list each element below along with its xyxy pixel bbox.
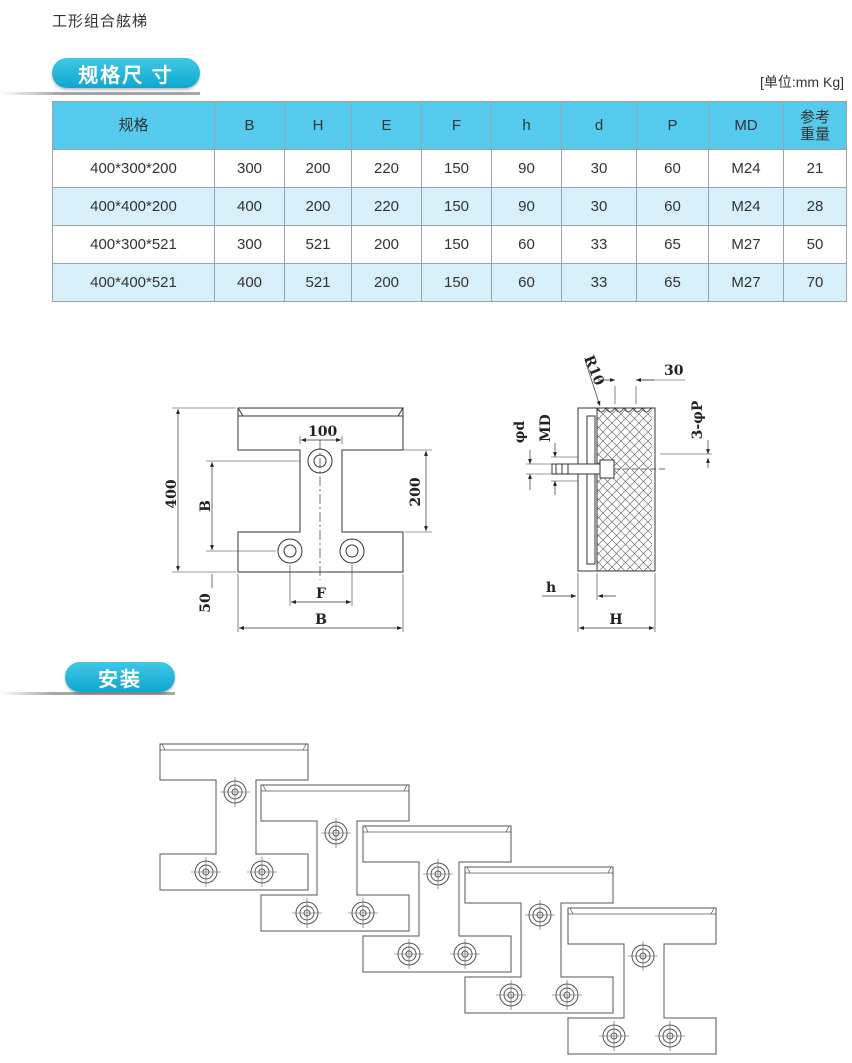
table-cell: 70 xyxy=(783,263,847,302)
bolt-hole-icon xyxy=(394,939,424,969)
table-cell: 400*300*200 xyxy=(52,149,215,188)
dim-label-phi-d: φd xyxy=(512,421,528,444)
table-header-cell: 参考重量 xyxy=(783,101,847,150)
bolt-hole-icon xyxy=(292,898,322,928)
dim-label-b-left: B xyxy=(198,500,214,512)
bolt-hole-icon xyxy=(339,538,365,564)
section-underline xyxy=(0,92,200,95)
bolt-hole-icon xyxy=(321,818,351,848)
install-ladder-piece xyxy=(362,825,512,973)
install-ladder-piece xyxy=(159,743,309,891)
table-header-cell: d xyxy=(561,101,637,150)
table-cell: M24 xyxy=(708,149,784,188)
table-cell: 21 xyxy=(783,149,847,188)
front-view-drawing xyxy=(172,407,432,632)
table-cell: 150 xyxy=(421,187,492,226)
table-cell: 30 xyxy=(561,149,637,188)
dim-label-50: 50 xyxy=(198,593,214,613)
dim-label-3-phi-p: 3-φP xyxy=(690,400,706,439)
table-cell: 60 xyxy=(636,149,709,188)
unit-note: [单位:mm Kg] xyxy=(759,74,844,90)
table-cell: 150 xyxy=(421,263,492,302)
dim-label-30: 30 xyxy=(664,363,684,379)
table-cell: 90 xyxy=(491,149,562,188)
table-header-cell: E xyxy=(351,101,422,150)
table-cell: M27 xyxy=(708,263,784,302)
bolt-hole-icon xyxy=(450,939,480,969)
bolt-hole-icon xyxy=(191,857,221,887)
table-cell: 60 xyxy=(636,187,709,226)
bolt-hole-icon xyxy=(348,898,378,928)
section-install-label: 安装 xyxy=(65,662,175,692)
section-underline xyxy=(0,692,175,695)
table-cell: M27 xyxy=(708,225,784,264)
install-ladder-piece xyxy=(567,907,717,1055)
table-cell: 60 xyxy=(491,263,562,302)
bolt-hole-icon xyxy=(552,980,582,1010)
bolt-hole-icon xyxy=(307,448,333,474)
side-view-drawing xyxy=(526,359,712,632)
bolt-hole-icon xyxy=(628,941,658,971)
table-header-cell: F xyxy=(421,101,492,150)
table-cell: 150 xyxy=(421,149,492,188)
table-cell: 30 xyxy=(561,187,637,226)
table-cell: 33 xyxy=(561,263,637,302)
dim-label-b-bottom: B xyxy=(315,612,327,628)
table-cell: 60 xyxy=(491,225,562,264)
bolt-hole-icon xyxy=(496,980,526,1010)
table-header-cell: 规格 xyxy=(52,101,215,150)
dim-label-h-small: h xyxy=(546,580,556,596)
page-title: 工形组合舷梯 xyxy=(52,13,149,30)
table-cell: 65 xyxy=(636,263,709,302)
bolt-hole-icon xyxy=(525,900,555,930)
table-cell: 200 xyxy=(351,225,422,264)
table-cell: M24 xyxy=(708,187,784,226)
bolt-hole-icon xyxy=(655,1021,685,1051)
table-header-cell: P xyxy=(636,101,709,150)
dim-label-400: 400 xyxy=(164,479,180,508)
table-cell: 400*400*521 xyxy=(52,263,215,302)
dim-label-md: MD xyxy=(538,414,554,442)
table-header-cell: h xyxy=(491,101,562,150)
table-cell: 200 xyxy=(351,263,422,302)
table-cell: 28 xyxy=(783,187,847,226)
table-cell: 400*300*521 xyxy=(52,225,215,264)
table-cell: 220 xyxy=(351,187,422,226)
table-cell: 65 xyxy=(636,225,709,264)
table-cell: 200 xyxy=(284,187,352,226)
bolt-hole-icon xyxy=(220,777,250,807)
table-cell: 150 xyxy=(421,225,492,264)
table-header-cell: B xyxy=(214,101,285,150)
table-cell: 300 xyxy=(214,225,285,264)
bolt-hole-icon xyxy=(247,857,277,887)
dim-label-200: 200 xyxy=(408,477,424,506)
dim-label-f: F xyxy=(316,586,326,602)
table-cell: 400 xyxy=(214,187,285,226)
bolt-hole-icon xyxy=(423,859,453,889)
table-cell: 400*400*200 xyxy=(52,187,215,226)
dim-label-h-large: H xyxy=(609,612,622,628)
install-drawing xyxy=(159,743,717,1055)
install-ladder-piece xyxy=(260,784,410,932)
dim-label-100: 100 xyxy=(308,424,337,440)
install-ladder-piece xyxy=(464,866,614,1014)
dim-label-r10: R10 xyxy=(580,353,607,388)
section-spec-label: 规格尺 寸 xyxy=(52,58,200,88)
bolt-hole-icon xyxy=(599,1021,629,1051)
bolt-hole-icon xyxy=(277,538,303,564)
